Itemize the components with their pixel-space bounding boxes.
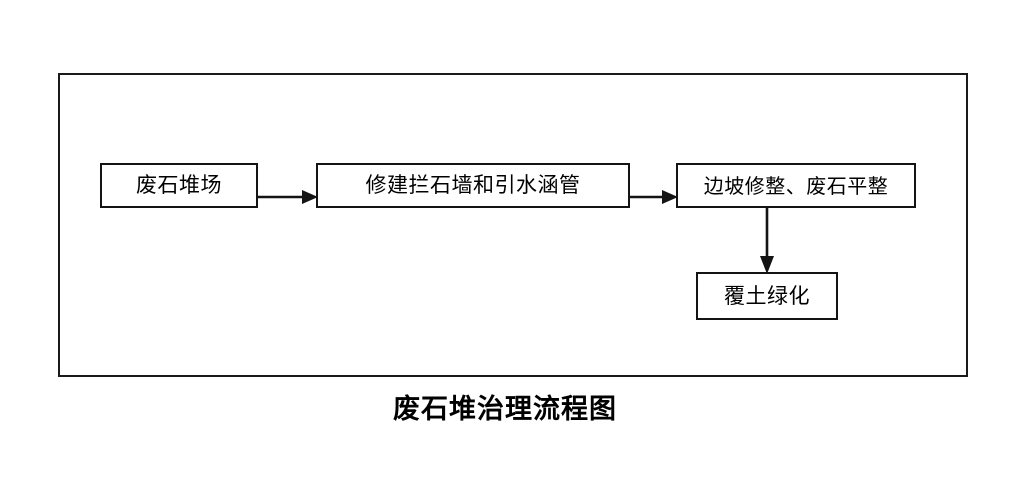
flow-node-retaining-wall-label: 修建拦石墙和引水涵管 — [365, 173, 581, 197]
arrow-right-icon-retaining-to-slope — [628, 186, 678, 208]
flow-node-retaining-wall[interactable]: 修建拦石墙和引水涵管 — [316, 163, 630, 208]
flow-node-slope-leveling[interactable]: 边坡修整、废石平整 — [676, 163, 916, 208]
diagram-frame — [58, 73, 968, 377]
arrow-right-icon-dump-to-retaining — [256, 186, 318, 208]
arrow-down-icon-slope-to-greening — [756, 206, 778, 274]
flow-node-slope-leveling-label: 边坡修整、废石平整 — [703, 173, 889, 198]
flow-node-soil-greening-label: 覆土绿化 — [724, 283, 810, 308]
flow-node-soil-greening[interactable]: 覆土绿化 — [696, 272, 838, 320]
flow-node-waste-dump-label: 废石堆场 — [136, 173, 222, 197]
figure-caption: 废石堆治理流程图 — [393, 394, 617, 425]
flow-node-waste-dump[interactable]: 废石堆场 — [100, 163, 258, 208]
